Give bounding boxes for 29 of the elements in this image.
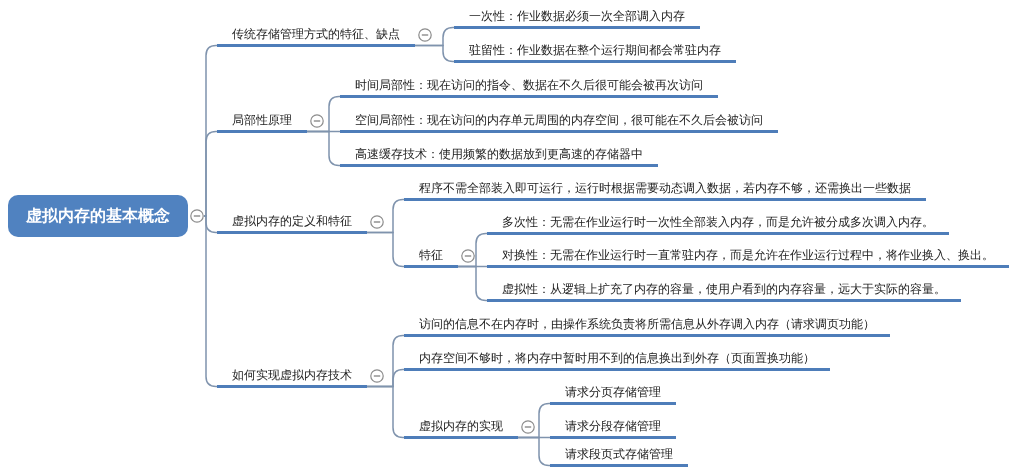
- branch-topic: 请求段页式存储管理: [550, 444, 688, 467]
- branch-topic: 如何实现虚拟内存技术: [217, 365, 367, 388]
- branch-topic: 对换性：无需在作业运行时一直常驻内存，而是允许在作业运行过程中，将作业换入、换出。: [487, 245, 1009, 268]
- branch-topic: 虚拟内存的实现: [404, 416, 518, 439]
- connector-line: [457, 265, 488, 302]
- branch-topic: 访问的信息不在内存时，由操作系统负责将所需信息从外存调入内存（请求调页功能）: [404, 314, 890, 337]
- branch-topic: 虚拟内存的定义和特征: [217, 211, 367, 234]
- branch-topic: 请求分段存储管理: [550, 416, 676, 439]
- branch-topic: 驻留性：作业数据在整个运行期间都会常驻内存: [454, 40, 736, 63]
- branch-topic: 传统存储管理方式的特征、缺点: [217, 24, 415, 47]
- branch-topic: 请求分页存储管理: [550, 382, 676, 405]
- connector-line: [203, 130, 218, 217]
- branch-topic: 特征: [404, 245, 458, 268]
- connector-line: [366, 385, 405, 439]
- connector-line: [306, 130, 341, 167]
- branch-topic: 局部性原理: [217, 110, 307, 133]
- branch-topic: 时间局部性：现在访问的指令、数据在不久后很可能会被再次访问: [340, 75, 718, 98]
- connector-line: [366, 231, 405, 268]
- branch-topic: 多次性：无需在作业运行时一次性全部装入内存，而是允许被分成多次调入内存。: [487, 212, 949, 235]
- connector-line: [517, 436, 551, 467]
- branch-topic: 程序不需全部装入即可运行，运行时根据需要动态调入数据，若内存不够，还需换出一些数据: [404, 178, 926, 201]
- central-topic-box: 虚拟内存的基本概念: [8, 195, 188, 237]
- branch-topic: 高速缓存技术：使用频繁的数据放到更高速的存储器中: [340, 144, 658, 167]
- branch-topic: 内存空间不够时，将内存中暂时用不到的信息换出到外存（页面置换功能）: [404, 348, 830, 371]
- branch-topic: 一次性：作业数据必须一次全部调入内存: [454, 6, 700, 29]
- branch-topic: 空间局部性：现在访问的内存单元周围的内存空间，很可能在不久后会被访问: [340, 110, 778, 133]
- connector-line: [203, 215, 218, 388]
- connector-line: [414, 44, 455, 63]
- branch-topic: 虚拟性：从逻辑上扩充了内存的容量，使用户看到的内存容量，远大于实际的容量。: [487, 279, 961, 302]
